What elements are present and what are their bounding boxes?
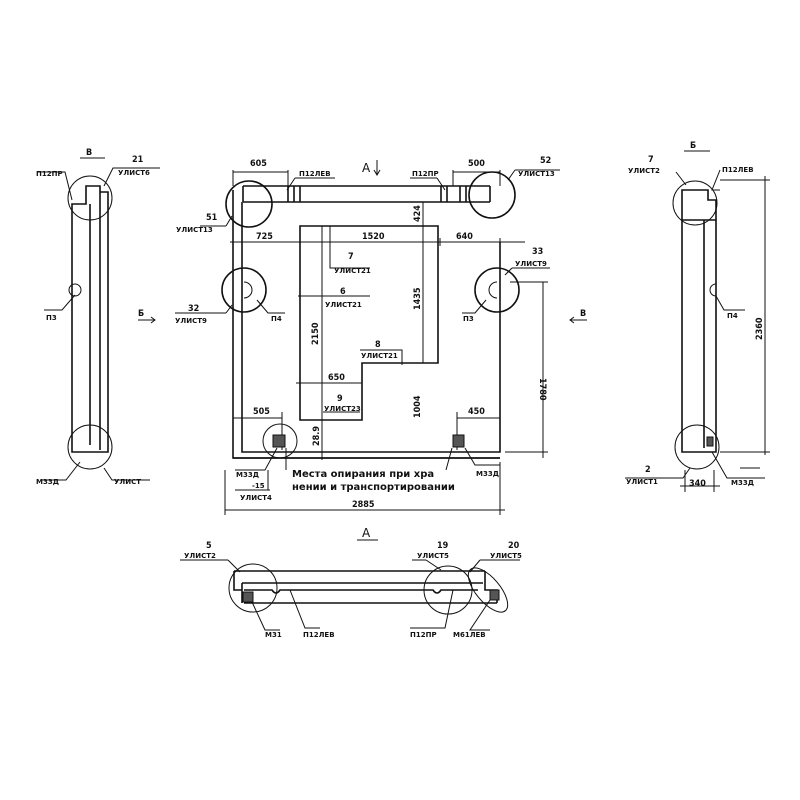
callout-7-sheet: УЛИСТ21 <box>334 267 371 275</box>
callout-32-sheet: УЛИСТ9 <box>175 317 207 325</box>
left-part-ulist: УЛИСТ <box>114 478 141 486</box>
detail-circle-51 <box>225 180 273 228</box>
note-line-2: нении и транспортировании <box>292 482 455 493</box>
section-b-marker: Б <box>138 309 144 319</box>
right-callout-7-num: 7 <box>648 155 654 165</box>
dim-2885: 2885 <box>352 500 375 510</box>
dim-650: 650 <box>328 373 345 383</box>
dim-640: 640 <box>456 232 473 242</box>
dim-505: 505 <box>253 407 270 417</box>
bottom-part-m31: М31 <box>265 631 282 639</box>
plan-view-a <box>180 539 520 631</box>
front-view <box>138 160 587 515</box>
callout-m33d-sheet: УЛИСТ4 <box>240 494 272 502</box>
callout-6-sheet: УЛИСТ21 <box>325 301 362 309</box>
callout-8-sheet: УЛИСТ21 <box>361 352 398 360</box>
callout-52-num: 52 <box>540 156 551 166</box>
note-line-1: Места опирания при хра <box>292 469 434 480</box>
callout-8-num: 8 <box>375 340 381 350</box>
bottom-callout-19-sheet: УЛИСТ5 <box>417 552 449 560</box>
bottom-callout-5-num: 5 <box>206 541 212 551</box>
detail-circle-33 <box>474 267 520 313</box>
side-view-v <box>38 157 160 481</box>
support-loop-right <box>452 434 465 448</box>
right-dim-2360: 2360 <box>755 317 765 340</box>
side-view-b <box>625 150 770 492</box>
left-callout-21-sheet: УЛИСТ6 <box>118 169 150 177</box>
right-part-p4: П4 <box>727 312 738 320</box>
bottom-callout-20-num: 20 <box>508 541 520 551</box>
dim-500: 500 <box>468 159 485 169</box>
right-callout-2-num: 2 <box>645 465 651 475</box>
dim-28-9: 28.9 <box>312 426 322 446</box>
detail-circle-32 <box>221 267 267 313</box>
callout-51-num: 51 <box>206 213 218 223</box>
callout-52-sheet: УЛИСТ13 <box>518 170 555 178</box>
callout-6-num: 6 <box>340 287 346 297</box>
section-v-marker: В <box>580 309 586 319</box>
part-p4: П4 <box>271 315 282 323</box>
left-callout-21-num: 21 <box>132 155 144 165</box>
dim-450: 450 <box>468 407 485 417</box>
detail-circle-52 <box>468 171 516 219</box>
callout-32-num: 32 <box>188 304 199 314</box>
view-a-marker: А <box>362 161 371 175</box>
part-p12pr: П12ПР <box>412 170 439 178</box>
dim-2150: 2150 <box>311 322 321 345</box>
dim-605: 605 <box>250 159 267 169</box>
bottom-part-m61lev: М61ЛЕВ <box>453 631 486 639</box>
bottom-callout-20-sheet: УЛИСТ5 <box>490 552 522 560</box>
right-callout-7-sheet: УЛИСТ2 <box>628 167 660 175</box>
dim-1435: 1435 <box>413 287 423 310</box>
right-part-m33d: М33Д <box>731 479 754 487</box>
callout-7-num: 7 <box>348 252 354 262</box>
part-p12lev: П12ЛЕВ <box>299 170 331 178</box>
callout-51-sheet: УЛИСТ13 <box>176 226 213 234</box>
dim-725: 725 <box>256 232 273 242</box>
view-v-title: В <box>86 148 92 158</box>
callout-9-num: 9 <box>337 394 343 404</box>
callout-m33d-qty: -15 <box>252 482 265 490</box>
dim-1520: 1520 <box>362 232 385 242</box>
callout-m33d-right: М33Д <box>476 470 499 478</box>
left-part-p3: П3 <box>46 314 57 322</box>
dim-424: 424 <box>413 205 423 222</box>
bottom-callout-19-num: 19 <box>437 541 449 551</box>
callout-33-num: 33 <box>532 247 543 257</box>
dim-1004: 1004 <box>413 395 423 418</box>
right-callout-2-sheet: УЛИСТ1 <box>626 478 658 486</box>
view-a-title: А <box>362 526 371 540</box>
right-part-p12lev: П12ЛЕВ <box>722 166 754 174</box>
bottom-part-p12lev: П12ЛЕВ <box>303 631 335 639</box>
bottom-part-p12pr: П12ПР <box>410 631 437 639</box>
part-p3: П3 <box>463 315 474 323</box>
left-part-m33d: М33Д <box>36 478 59 486</box>
callout-9-sheet: УЛИСТ23 <box>324 405 361 413</box>
callout-33-sheet: УЛИСТ9 <box>515 260 547 268</box>
right-dim-340: 340 <box>689 479 706 489</box>
left-part-p12pr: П12ПР <box>36 170 63 178</box>
callout-m33d-left: М33Д <box>236 471 259 479</box>
dim-1780: 1780 <box>537 378 547 401</box>
support-loop-left <box>272 434 286 448</box>
view-b-title: Б <box>690 141 696 151</box>
bottom-callout-5-sheet: УЛИСТ2 <box>184 552 216 560</box>
